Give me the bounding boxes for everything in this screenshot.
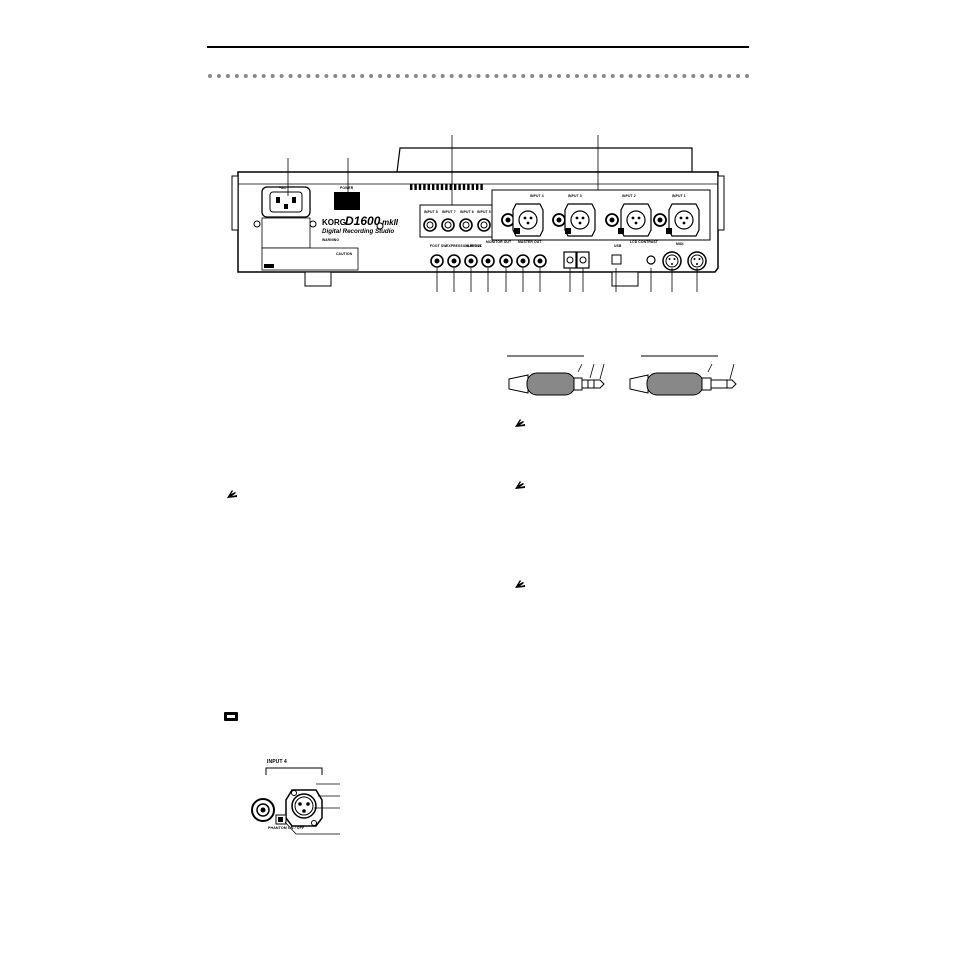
note-badge-icon	[224, 712, 238, 721]
brand-model-suffix: mkII	[382, 218, 399, 227]
display-lid	[396, 147, 693, 173]
usb-label: USB	[614, 244, 622, 248]
input5-label: INPUT 5	[477, 210, 491, 214]
header-rule	[207, 46, 749, 48]
input6-small-label: INPUT 6	[460, 210, 474, 214]
brand-model: D1600	[345, 214, 381, 228]
lcd-contrast-label: LCD CONTRAST	[630, 240, 658, 244]
input3-label: INPUT 3	[568, 194, 582, 198]
monitor-out-label: MONITOR OUT	[486, 240, 512, 244]
caution-hand-icon	[515, 580, 525, 588]
dotted-divider	[208, 74, 749, 78]
input2-label: INPUT 2	[622, 194, 636, 198]
detail-phantom-label: PHANTOM ON / OFF	[268, 826, 305, 830]
ts-plug-diagram	[629, 355, 737, 396]
detail-input4-label: INPUT 4	[267, 759, 287, 765]
power-label: POWER	[340, 186, 354, 190]
master-out-label: MASTER OUT	[518, 240, 542, 244]
brand-subtitle: Digital Recording Studio	[322, 228, 395, 235]
input4-detail	[251, 767, 340, 835]
warning-label: WARNING	[322, 238, 340, 242]
trs-plug-diagram	[507, 355, 605, 396]
caution-hand-icon	[515, 481, 525, 489]
foot-sw-label: FOOT SW	[430, 244, 447, 248]
vent-slots	[410, 184, 483, 190]
ac-label: ~AC	[279, 186, 287, 190]
input7-label: INPUT 7	[442, 210, 456, 214]
input4-panel-label: INPUT 4	[530, 194, 544, 198]
brand-maker: KORG	[322, 218, 346, 227]
caution-hand-icon	[227, 490, 237, 498]
caution-hand-icon	[515, 419, 525, 427]
sub-out-label: SUB OUT	[466, 244, 482, 248]
expression-label: EXPRESSION PEDAL	[446, 244, 483, 248]
midi-label: MIDI	[676, 242, 684, 246]
input1-label: INPUT 1	[672, 194, 686, 198]
input8-label: INPUT 8	[424, 210, 438, 214]
caution-label: CAUTION	[336, 252, 353, 256]
